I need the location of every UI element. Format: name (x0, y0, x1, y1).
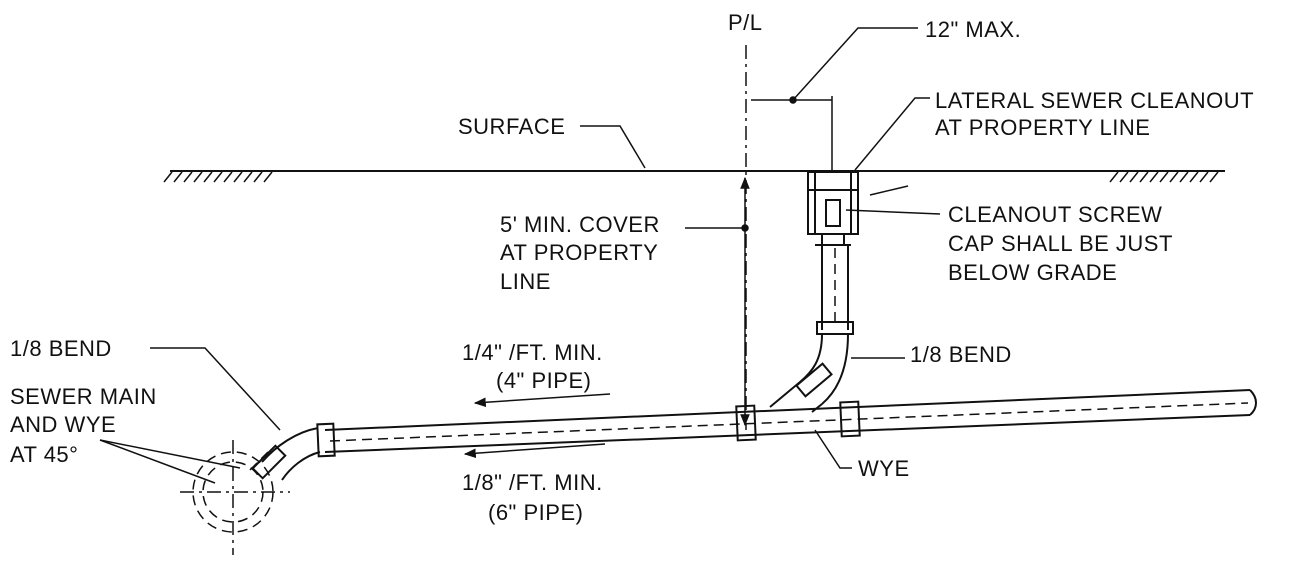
cover-label-2: AT PROPERTY (500, 240, 658, 265)
slope-6in-label-2: (6" PIPE) (488, 500, 583, 525)
sewer-main-label-1: SEWER MAIN (10, 384, 157, 409)
bend-right-label: 1/8 BEND (910, 342, 1012, 367)
slope-4in-label-2: (4" PIPE) (496, 368, 591, 393)
screwcap-label-1: CLEANOUT SCREW (948, 202, 1162, 227)
earth-hatch-right (1109, 171, 1219, 183)
sewer-main-label-3: AT 45° (10, 442, 78, 467)
screwcap-leader (845, 209, 941, 215)
riser-pipe (816, 245, 854, 335)
coupling-pl (735, 404, 757, 442)
cover-label-3: LINE (500, 269, 551, 294)
slope-6in-label-1: 1/8" /FT. MIN. (462, 470, 603, 495)
wye-fitting (769, 381, 823, 413)
surface-label: SURFACE (458, 114, 565, 139)
fitting-tick (869, 185, 909, 196)
surface-leader (580, 125, 646, 169)
screwcap-label-3: BELOW GRADE (948, 260, 1117, 285)
cover-dimension (685, 176, 750, 427)
cleanout-fitting (807, 171, 859, 246)
earth-hatch-left (163, 171, 273, 183)
coupling-right (839, 400, 861, 438)
wye-label: WYE (858, 456, 910, 481)
bend-left-label: 1/8 BEND (10, 336, 112, 361)
slope-4in-label-1: 1/4" /FT. MIN. (462, 340, 603, 365)
coupling-left (316, 422, 336, 458)
slope-6in-arrow (463, 443, 606, 459)
sewer-main-section (180, 440, 290, 555)
cleanout-label-2: AT PROPERTY LINE (935, 115, 1150, 140)
max-offset-label: 12" MAX. (925, 17, 1021, 42)
cover-label-1: 5' MIN. COVER (500, 212, 660, 237)
max-offset-dimension (751, 27, 918, 172)
slope-4in-arrow (473, 393, 611, 408)
cleanout-label-1: LATERAL SEWER CLEANOUT (935, 88, 1254, 113)
screwcap-label-2: CAP SHALL BE JUST (948, 231, 1173, 256)
bend-left-fitting (251, 427, 321, 481)
wye-leader (814, 429, 852, 469)
bend-left-leader (150, 347, 281, 431)
sewer-main-label-2: AND WYE (10, 412, 116, 437)
lateral-pipe (324, 389, 1257, 453)
sewer-main-leaders (99, 439, 241, 484)
property-line-label: P/L (728, 10, 763, 35)
bend-right-fitting (795, 333, 849, 405)
cleanout-leader (854, 97, 930, 171)
